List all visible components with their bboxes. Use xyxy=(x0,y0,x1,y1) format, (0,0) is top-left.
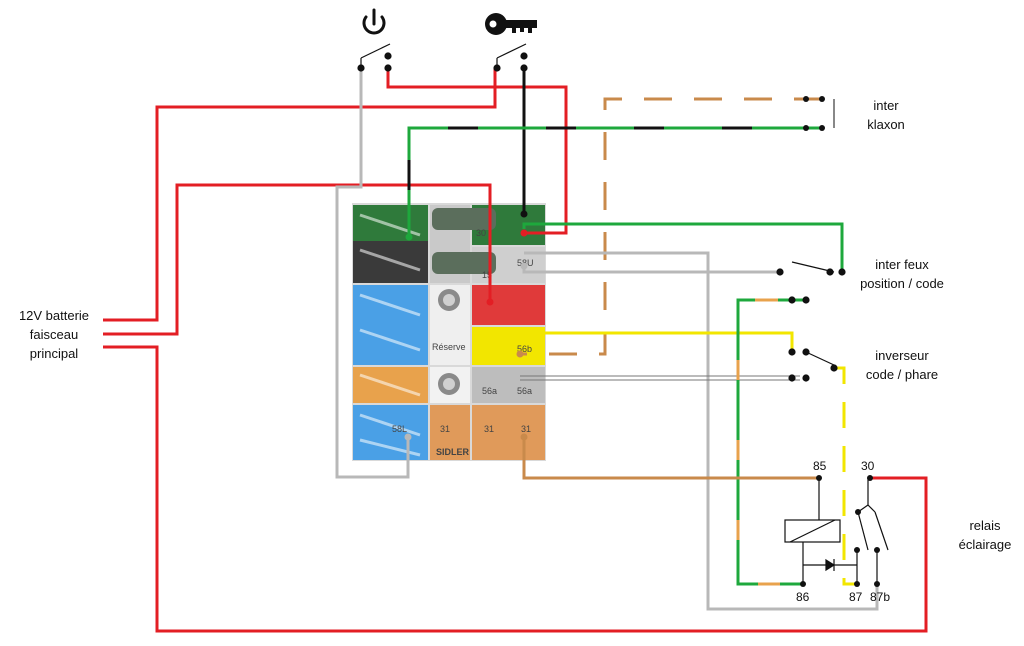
fuse-box: Réserve 56a 56a 58U 56b 31 31 31 58L 30 … xyxy=(352,203,546,461)
wire-red-battery-2 xyxy=(103,183,492,336)
inverseur-label: inverseur code / phare xyxy=(852,346,952,384)
feux-label-line2: position / code xyxy=(860,276,944,291)
wire-green-feux xyxy=(522,222,844,275)
relais-label-line2: éclairage xyxy=(958,537,1012,552)
wire-gray-relay xyxy=(524,251,879,611)
wire-yellow-inverseur xyxy=(518,331,794,351)
fusebox-junctions xyxy=(404,210,528,441)
power-switch xyxy=(357,43,392,72)
relay-pin-87: 87 xyxy=(849,590,863,604)
relay-pin-30: 30 xyxy=(861,459,875,473)
battery-label: 12V batterie faisceau principal xyxy=(8,306,100,363)
fusebox-56a-1: 56a xyxy=(482,386,497,396)
relay-pin-86: 86 xyxy=(796,590,810,604)
relais-label-line1: relais xyxy=(969,518,1001,533)
wire-red-power xyxy=(386,68,568,235)
inverseur-label-line1: inverseur xyxy=(875,348,929,363)
fusebox-30: 30 xyxy=(476,228,486,238)
feux-label: inter feux position / code xyxy=(847,255,957,293)
feux-switch xyxy=(776,261,846,276)
klaxon-label: inter klaxon xyxy=(851,96,921,134)
relay-symbol xyxy=(784,478,889,584)
fusebox-brand: SIDLER xyxy=(436,447,470,457)
fusebox-31-3: 31 xyxy=(521,424,531,434)
battery-label-line2: faisceau xyxy=(29,327,79,342)
feux-label-line1: inter feux xyxy=(875,257,929,272)
relais-label: relais éclairage xyxy=(946,516,1024,554)
wire-green-klaxon xyxy=(407,126,822,237)
fusebox-58l: 58L xyxy=(392,424,407,434)
wire-red-battery-3 xyxy=(103,345,928,633)
klaxon-switch xyxy=(803,96,835,131)
battery-label-line3: principal xyxy=(29,346,79,361)
wire-brown-relay xyxy=(522,437,819,480)
key-icon xyxy=(485,13,537,35)
fusebox-56b: 56b xyxy=(517,344,532,354)
fusebox-reserve: Réserve xyxy=(432,342,466,352)
klaxon-label-line1: inter xyxy=(873,98,899,113)
relay-pin-85: 85 xyxy=(813,459,827,473)
wire-red-battery-1 xyxy=(103,69,497,322)
inverseur-label-line2: code / phare xyxy=(865,367,939,382)
wire-gray-power xyxy=(335,68,410,479)
wire-yellow-relay xyxy=(834,366,857,586)
fusebox-56a-2: 56a xyxy=(517,386,532,396)
inverseur-switch xyxy=(788,296,838,382)
klaxon-label-line2: klaxon xyxy=(867,117,905,132)
wire-gray-feux xyxy=(522,266,780,274)
fusebox-31-1: 31 xyxy=(440,424,450,434)
key-switch xyxy=(493,43,528,72)
power-icon xyxy=(362,8,386,35)
relay-pin-87b: 87b xyxy=(870,590,891,604)
relay-terminals xyxy=(800,475,880,587)
wire-brown-klaxon xyxy=(520,97,822,356)
fusebox-31-2: 31 xyxy=(484,424,494,434)
fusebox-15: 15 xyxy=(482,270,492,280)
battery-label-line1: 12V batterie xyxy=(18,308,90,323)
